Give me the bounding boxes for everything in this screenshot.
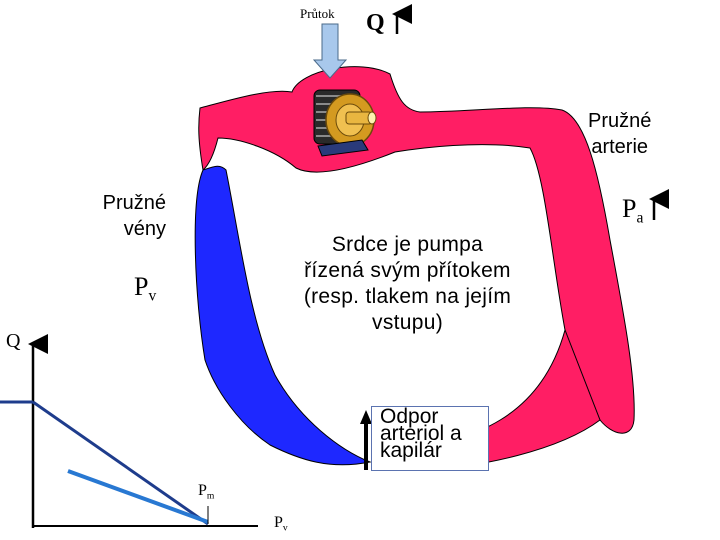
graph-x-sub: v: [282, 522, 288, 534]
artery-loop: [198, 66, 635, 434]
inflow-label: Průtok: [300, 6, 335, 21]
veins-label: Pružné vény: [90, 190, 166, 242]
venous-pressure-symbol: P: [134, 272, 149, 301]
resistance-label: Odpor arteriol a kapilár: [380, 405, 462, 462]
arteries-label-line2: arterie: [591, 136, 649, 158]
arteries-label-line1: Pružné: [588, 110, 652, 132]
resistance-line1: Odpor: [380, 405, 439, 428]
veins-label-line1: Pružné: [102, 192, 166, 214]
graph-pm-sub: m: [206, 490, 215, 502]
venous-pressure-sub: v: [148, 287, 157, 305]
resistance-line3: kapilár: [380, 439, 442, 462]
arterial-pressure-symbol: P: [622, 194, 637, 223]
resistance-up-arrow-icon: [360, 410, 372, 470]
veins-label-line2: vény: [123, 218, 166, 240]
inflow-arrow: [312, 23, 348, 79]
venous-pressure-label: Pv: [134, 272, 156, 305]
graph-y-label: Q: [6, 330, 21, 352]
pressure-flow-graph: [0, 334, 258, 528]
graph-pm-label: Pm: [198, 482, 214, 501]
graph-second-line: [67, 469, 209, 524]
arteries-label: Pružné arterie: [588, 108, 651, 160]
vein-band: [194, 165, 372, 466]
arterial-pressure-sub: a: [636, 209, 644, 227]
resistance-line2: arteriol a: [380, 422, 462, 445]
graph-falling-line: [32, 400, 209, 526]
graph-pm-symbol: P: [198, 482, 207, 499]
pump-icon: [313, 89, 377, 157]
arterial-pressure-label: Pa: [622, 194, 643, 227]
q-top-label: Q: [366, 10, 385, 36]
resistance-box: Odpor arteriol a kapilár: [371, 406, 489, 471]
graph-x-symbol: P: [274, 514, 283, 531]
heart-pump-description: Srdce je pumpa řízená svým přítokem (res…: [303, 233, 512, 334]
graph-x-label: Pv: [274, 514, 288, 533]
